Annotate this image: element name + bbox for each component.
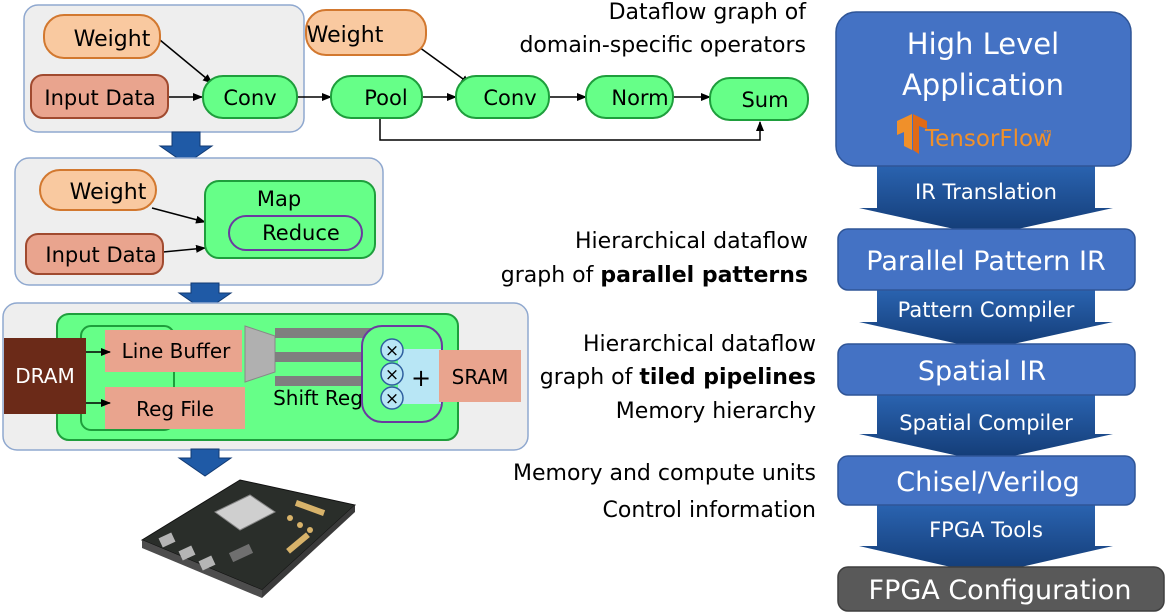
- svg-text:FPGA Configuration: FPGA Configuration: [869, 575, 1132, 606]
- svg-text:DRAM: DRAM: [15, 364, 74, 388]
- input-data-node-a: Input Data: [30, 74, 169, 119]
- svg-text:TensorFlow: TensorFlow: [924, 126, 1052, 152]
- graph3-edges: [86, 348, 111, 407]
- svg-text:+: +: [411, 364, 431, 392]
- svg-text:Weight: Weight: [307, 23, 384, 48]
- svg-text:Application: Application: [902, 68, 1064, 102]
- reduce-node: Reduce: [228, 215, 363, 251]
- weight-node-c: Weight: [39, 169, 157, 211]
- spatial-ir-box: Spatial IR: [837, 343, 1136, 396]
- svg-text:×: ×: [385, 389, 399, 409]
- compiler-pipeline: IR Translation Pattern Compiler Spatial …: [835, 11, 1165, 612]
- caption-1-line-1: Dataflow graph of: [609, 0, 808, 25]
- down-arrow-2-icon: [177, 282, 233, 312]
- caption-3-line-1: Hierarchical dataflow: [583, 332, 816, 357]
- caption-3-line-2: graph of tiled pipelines: [540, 365, 816, 390]
- reg-file-block: Reg File: [105, 387, 245, 429]
- high-level-application-box: High Level Application TensorFlow ™: [835, 11, 1132, 167]
- conv-node-b: Conv: [455, 75, 550, 119]
- svg-text:Pool: Pool: [364, 86, 407, 110]
- input-data-node-b: Input Data: [25, 233, 164, 275]
- svg-text:Norm: Norm: [611, 86, 668, 110]
- label-spatial-compiler: Spatial Compiler: [899, 411, 1073, 435]
- svg-text:™: ™: [1042, 128, 1053, 141]
- svg-text:High Level: High Level: [907, 27, 1059, 61]
- arrow-ir-translation-icon: [859, 166, 1113, 236]
- label-pattern-compiler: Pattern Compiler: [898, 298, 1075, 322]
- shift-reg-unit: Shift Reg: [244, 325, 376, 410]
- svg-text:Input Data: Input Data: [45, 243, 156, 267]
- svg-text:Input Data: Input Data: [44, 86, 155, 110]
- caption-2-line-1: Hierarchical dataflow: [575, 229, 808, 254]
- caption-4-line-1: Memory and compute units: [513, 461, 816, 486]
- arrow-spatial-compiler-icon: [859, 395, 1113, 462]
- svg-text:Spatial IR: Spatial IR: [918, 356, 1046, 387]
- svg-text:Weight: Weight: [74, 27, 151, 52]
- caption-4-line-2: Control information: [603, 498, 817, 523]
- line-buffer-block: Line Buffer: [105, 330, 242, 372]
- svg-text:Reg File: Reg File: [136, 397, 214, 421]
- svg-text:×: ×: [385, 365, 399, 385]
- svg-text:Conv: Conv: [483, 86, 536, 110]
- caption-1-line-2: domain-specific operators: [519, 33, 806, 58]
- norm-node: Norm: [585, 75, 674, 119]
- label-fpga-tools: FPGA Tools: [929, 518, 1043, 542]
- graph2-edges: [151, 207, 206, 253]
- sum-node: Sum: [709, 77, 809, 121]
- fpga-board-image: [140, 479, 357, 598]
- conv-node-a: Conv: [202, 75, 298, 119]
- svg-text:Parallel Pattern IR: Parallel Pattern IR: [866, 246, 1105, 277]
- svg-text:Shift Reg: Shift Reg: [273, 386, 363, 410]
- arrow-pattern-compiler-icon: [859, 290, 1113, 350]
- fpga-configuration-box: FPGA Configuration: [837, 566, 1165, 612]
- svg-text:Line Buffer: Line Buffer: [122, 339, 232, 363]
- svg-text:Map: Map: [257, 187, 301, 211]
- weight-node-b: Weight: [305, 9, 427, 56]
- svg-text:Chisel/Verilog: Chisel/Verilog: [896, 467, 1080, 498]
- dram-block: DRAM: [4, 338, 86, 414]
- label-ir-translation: IR Translation: [915, 180, 1057, 204]
- svg-text:Weight: Weight: [70, 180, 147, 205]
- svg-text:×: ×: [385, 341, 399, 361]
- caption-2-line-2: graph of parallel patterns: [501, 263, 808, 288]
- pool-node: Pool: [330, 75, 423, 119]
- sram-block: SRAM: [439, 350, 521, 402]
- caption-3-line-3: Memory hierarchy: [616, 399, 816, 424]
- parallel-pattern-ir-box: Parallel Pattern IR: [837, 228, 1136, 291]
- arrow-fpga-tools-icon: [859, 505, 1113, 575]
- down-arrow-1-icon: [158, 131, 214, 165]
- weight-node-a: Weight: [43, 14, 161, 59]
- svg-text:SRAM: SRAM: [452, 365, 509, 389]
- captions: Dataflow graph of domain-specific operat…: [501, 0, 816, 523]
- down-arrow-3-icon: [177, 448, 233, 477]
- compute-unit: × × × +: [361, 325, 443, 423]
- multiplier-icons: × × ×: [380, 338, 404, 410]
- svg-text:Conv: Conv: [223, 86, 276, 110]
- graph1-edges: [159, 39, 764, 141]
- svg-text:Sum: Sum: [741, 88, 788, 112]
- chisel-verilog-box: Chisel/Verilog: [837, 455, 1136, 506]
- tensorflow-logo-icon: TensorFlow ™: [897, 114, 1053, 154]
- svg-text:Reduce: Reduce: [262, 221, 340, 245]
